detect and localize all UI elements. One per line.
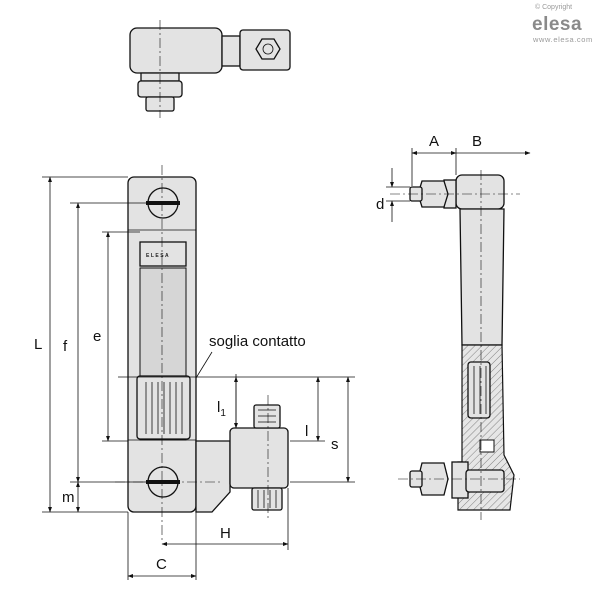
dimension-label-e: e [93,328,101,345]
brand-logo: elesa [532,14,582,35]
dimension-label-A: A [429,133,439,150]
dimension-label-H: H [220,525,231,542]
front-view-label-plate [139,241,187,267]
dimension-label-C: C [156,556,167,573]
brand-website: www.elesa.com [532,35,593,44]
dimension-label-l: l [305,423,308,440]
front-view-connector-body [229,427,289,489]
side-view-bottom-screw [465,469,505,493]
annotation-leader [195,351,213,379]
dimension-label-d: d [376,196,384,213]
dimension-label-B: B [472,133,482,150]
top-view-neck [221,35,241,67]
dimension-label-f: f [63,338,68,355]
side-view-switch [479,439,495,453]
front-view-label-text: ELESA [146,253,170,259]
top-view [129,20,291,118]
side-view-top-cap [455,174,505,210]
copyright-text: © Copyright [535,3,572,11]
front-view-float [136,375,191,440]
front-view-float-ribs [145,382,183,434]
side-view [390,170,520,520]
dimension-label-m: m [62,489,75,506]
top-view-socket-hole [262,43,274,55]
dimension-label-s: s [331,436,339,453]
side-view-float [467,361,491,419]
dimension-label-l1: l1 [217,399,226,419]
brand-block: © Copyright elesa www.elesa.com [532,3,593,44]
annotation-soglia-contatto: soglia contatto [209,333,306,350]
front-view-connector-cap [253,404,281,429]
front-view-cable-gland [251,487,283,511]
front-view-switch-housing [195,440,231,513]
front-view: ELESA [115,165,289,540]
front-view-dimensions: L f e m l1 l s H C soglia contatto [34,176,355,580]
side-view-dimensions: A B d [376,133,531,222]
dimension-label-L: L [34,336,42,353]
front-view-bottom-screw-slot [146,480,180,484]
side-view-upper-body [459,208,505,346]
top-view-hex-socket [255,38,281,60]
front-view-top-screw-slot [146,201,180,205]
top-view-body [129,27,223,74]
